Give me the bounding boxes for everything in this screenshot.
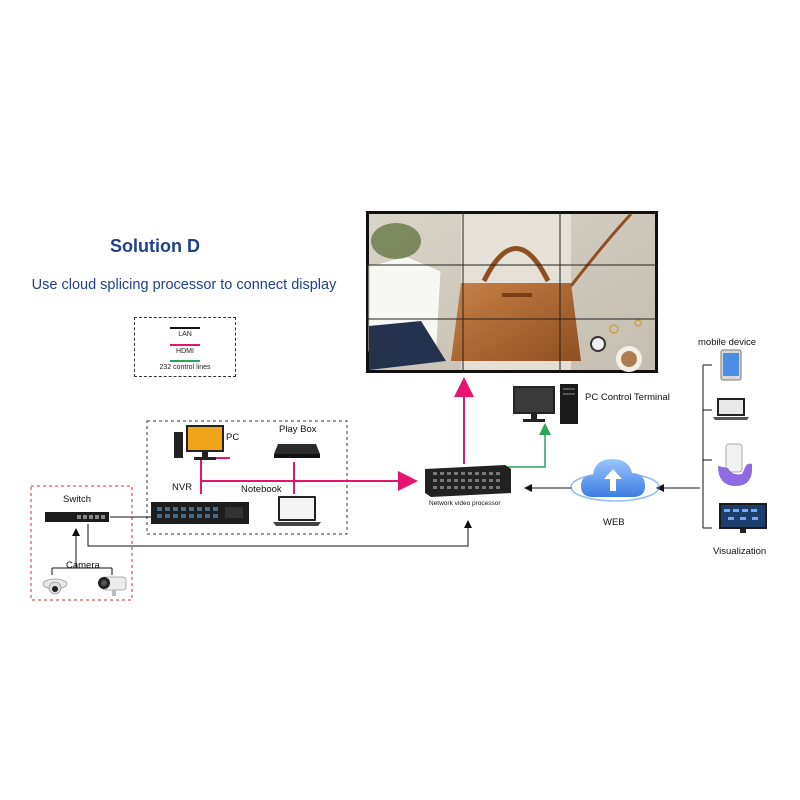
visualization-monitor-icon: [719, 503, 767, 533]
mobile-device-label: mobile device: [698, 337, 757, 348]
diagram-subtitle: Use cloud splicing processor to connect …: [31, 277, 337, 293]
legend-control-line: [170, 360, 200, 362]
tablet-icon: [720, 349, 742, 381]
switch-label: Switch: [63, 494, 91, 505]
visualization-label: Visualization: [713, 546, 767, 557]
notebook-icon: [273, 496, 321, 526]
legend-lan-line: [170, 327, 200, 329]
video-wall: [366, 211, 658, 373]
camera-label: Camera: [66, 560, 100, 571]
legend-hdmi-line: [170, 344, 200, 346]
play-box-icon: [274, 444, 320, 458]
notebook-label: Notebook: [241, 484, 282, 495]
bullet-camera-icon: [98, 576, 127, 596]
legend-lan-label: LAN: [178, 331, 192, 338]
pc-label: PC: [226, 432, 240, 443]
nvr-label: NVR: [172, 482, 193, 493]
dome-camera-icon: [42, 578, 68, 595]
diagram-title: Solution D: [110, 236, 200, 256]
nvr-icon: [151, 502, 249, 524]
laptop-icon: [713, 398, 749, 420]
pc-monitor-icon: [174, 425, 224, 460]
pc-control-terminal-icon: [513, 384, 578, 424]
web-cloud-icon: [570, 459, 660, 502]
switch-icon: [45, 512, 109, 522]
smartphone-hand-icon: [718, 443, 752, 486]
switch-camera-group-box: [30, 485, 133, 601]
network-video-processor-icon: [425, 465, 511, 497]
network-video-processor-label: Network video processor: [429, 500, 501, 507]
pc-control-terminal-label: PC Control Terminal: [585, 392, 670, 403]
web-label: WEB: [603, 517, 625, 528]
play-box-label: Play Box: [279, 424, 317, 435]
legend-control-label: 232 control lines: [159, 364, 211, 371]
legend-hdmi-label: HDMI: [176, 348, 194, 355]
legend: LAN HDMI 232 control lines: [134, 317, 236, 377]
